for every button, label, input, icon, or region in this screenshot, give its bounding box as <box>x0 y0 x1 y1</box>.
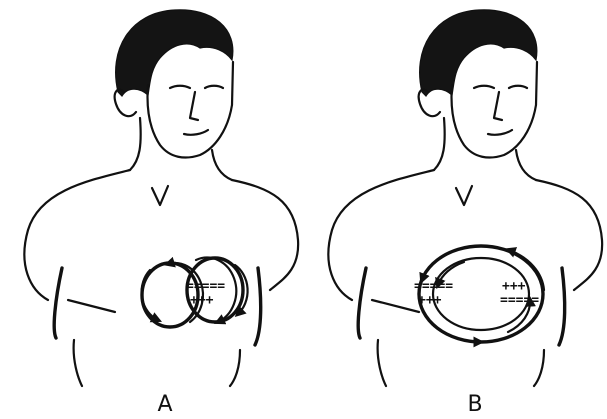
panel-b-left-positive-charges: +++ <box>418 293 442 308</box>
panel-a-positive-charges: +++ <box>190 293 214 308</box>
panel-a-label: A <box>150 392 180 417</box>
panel-a-negative-charges: ===== <box>186 279 225 294</box>
panel-b-left-negative-charges: ===== <box>414 279 453 294</box>
panel-b-figure: ===== +++ +++ ===== <box>328 10 602 386</box>
panel-a-figure: ===== +++ <box>24 10 298 386</box>
panel-b-label: B <box>460 392 490 417</box>
panel-b-right-positive-charges: +++ <box>502 279 526 294</box>
panel-b-right-negative-charges: ===== <box>500 293 539 308</box>
